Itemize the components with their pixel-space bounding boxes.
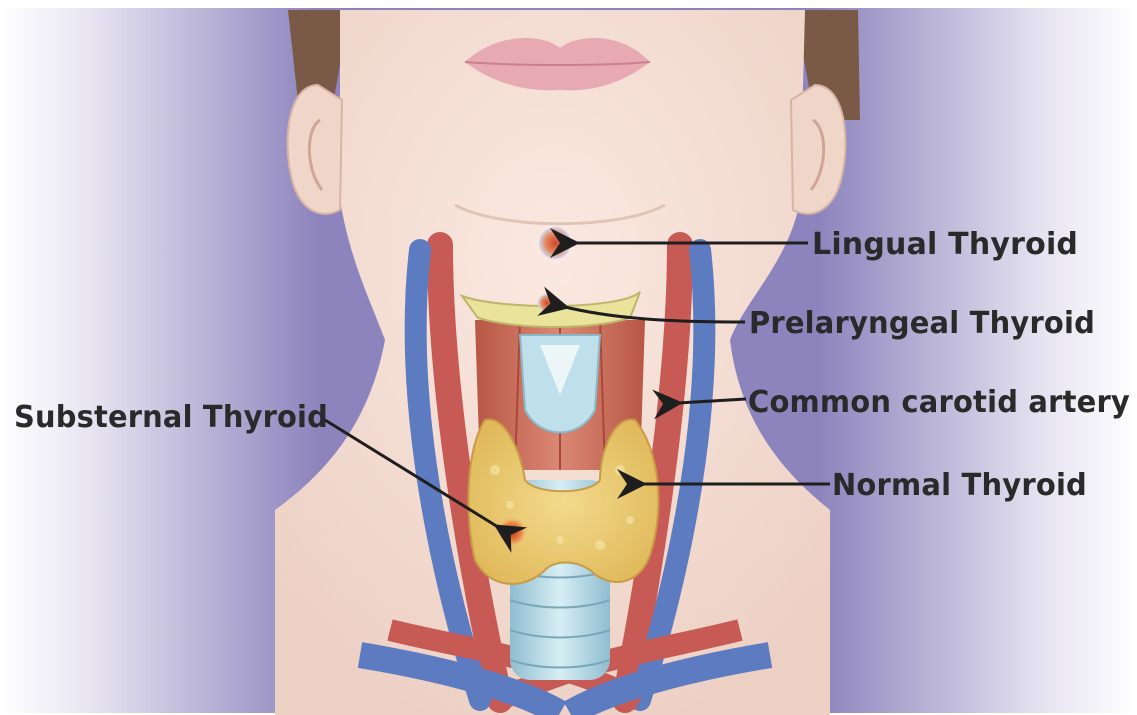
substernal-thyroid-nodule (496, 516, 528, 548)
label-lingual-thyroid: Lingual Thyroid (812, 227, 1078, 262)
label-common-carotid-artery: Common carotid artery (748, 385, 1130, 420)
prelaryngeal-thyroid-nodule (538, 294, 556, 312)
label-normal-thyroid: Normal Thyroid (832, 468, 1087, 503)
label-prelaryngeal-thyroid: Prelaryngeal Thyroid (749, 306, 1095, 341)
lingual-thyroid-nodule (539, 227, 571, 259)
label-substernal-thyroid: Substernal Thyroid (14, 400, 328, 435)
